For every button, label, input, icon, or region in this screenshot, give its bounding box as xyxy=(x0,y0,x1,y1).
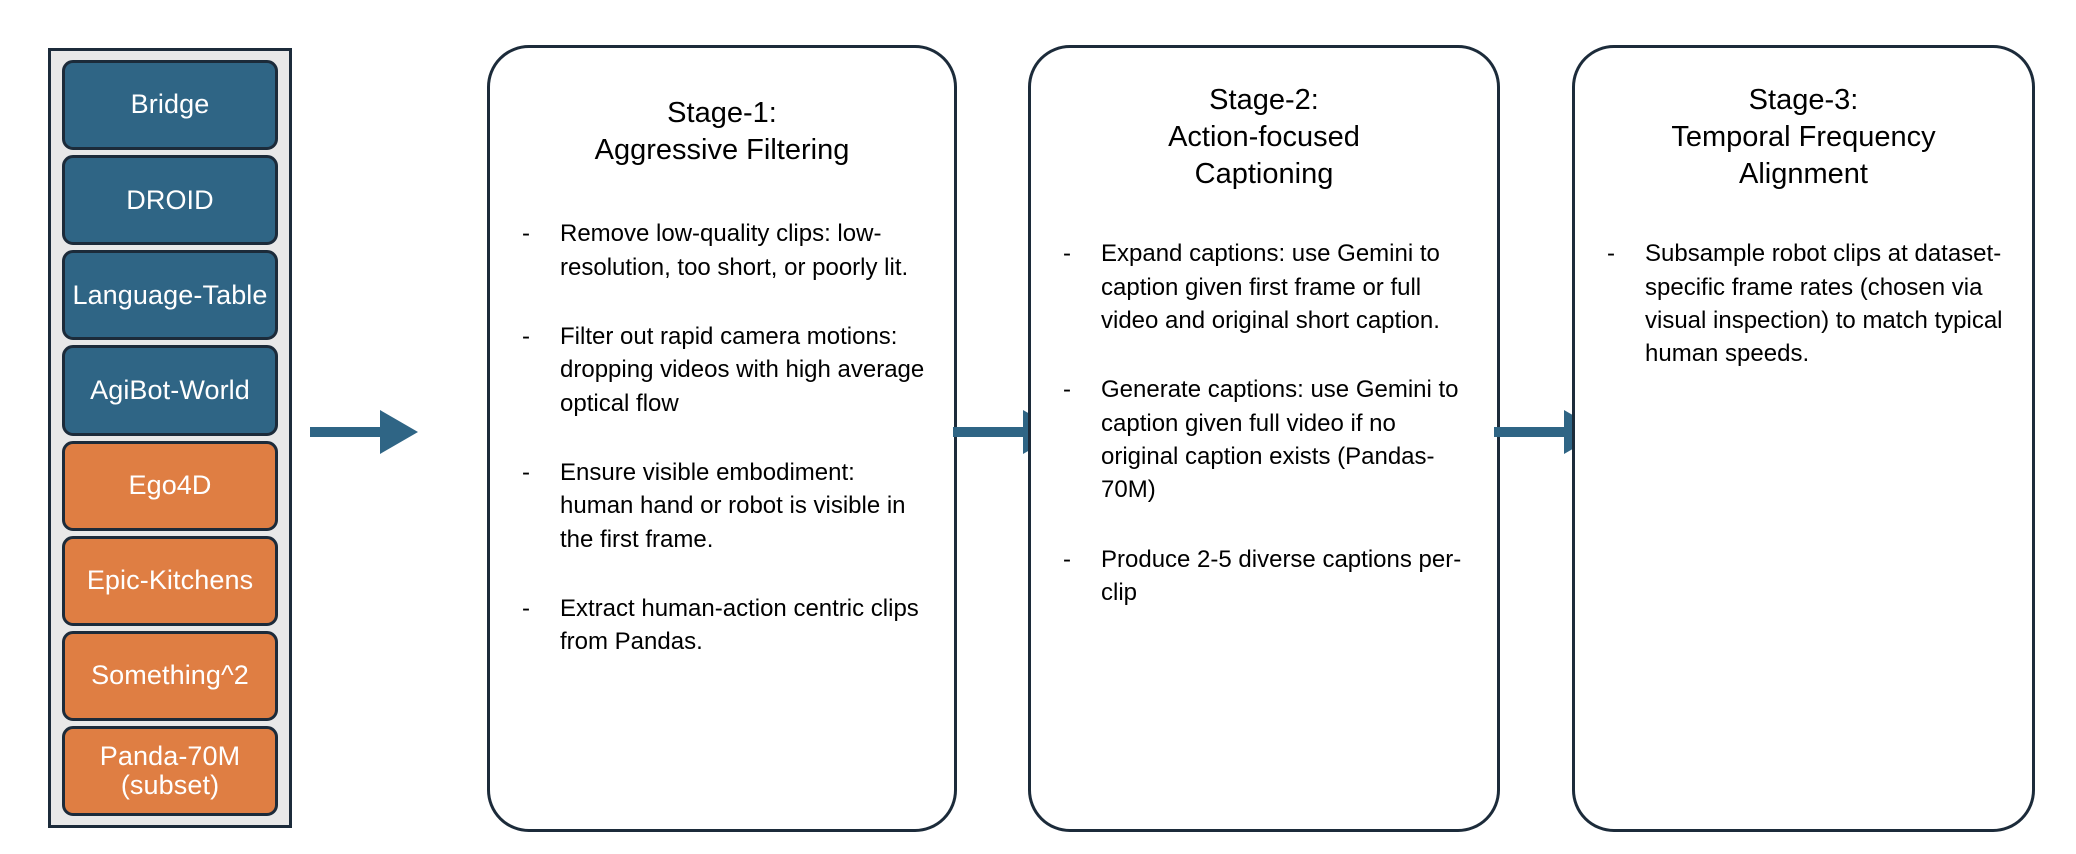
bullet-dash-marker: - xyxy=(1063,240,1071,268)
stage-2-bullet-2: - Generate captions: use Gemini to capti… xyxy=(1063,373,1471,506)
dataset-chip-something-v2[interactable]: Something^2 xyxy=(62,630,278,721)
stage-1-bullet-2: - Filter out rapid camera motions: dropp… xyxy=(522,320,928,420)
bullet-dash-marker: - xyxy=(1063,376,1071,404)
bullet-dash-marker: - xyxy=(1063,545,1071,573)
stage-2-bullet-list: - Expand captions: use Gemini to caption… xyxy=(1057,237,1471,609)
stage-3-bullet-list: - Subsample robot clips at dataset-speci… xyxy=(1601,237,2006,370)
stage-1-title: Stage-1: Aggressive Filtering xyxy=(594,97,850,167)
stage-3-bullet-1: - Subsample robot clips at dataset-speci… xyxy=(1607,237,2006,370)
stage-2-bullet-1: - Expand captions: use Gemini to caption… xyxy=(1063,237,1471,337)
bullet-dash-marker: - xyxy=(1607,240,1615,268)
bullet-dash-marker: - xyxy=(522,220,530,248)
stage-3-bullet-1-text: Subsample robot clips at dataset-specifi… xyxy=(1645,240,2003,368)
stage-1-bullet-3-text: Ensure visible embodiment: human hand or… xyxy=(560,459,906,553)
bullet-dash-marker: - xyxy=(522,459,530,487)
stage-1-bullet-1-text: Remove low-quality clips: low-resolution… xyxy=(560,220,909,281)
stage-2-bullet-3: - Produce 2-5 diverse captions per-clip xyxy=(1063,543,1471,610)
stage-2-bullet-3-text: Produce 2-5 diverse captions per-clip xyxy=(1101,545,1462,607)
stage-1-bullet-1: - Remove low-quality clips: low-resoluti… xyxy=(522,217,928,284)
dataset-chip-panda-70m[interactable]: Panda-70M (subset) xyxy=(62,725,278,816)
dataset-chip-agibot-world[interactable]: AgiBot-World xyxy=(62,345,278,436)
stage-card-1: Stage-1: Aggressive Filtering - Remove l… xyxy=(487,45,957,832)
dataset-chip-epic-kitchens[interactable]: Epic-Kitchens xyxy=(62,535,278,626)
stage-3-title: Stage-3: Temporal Frequency Alignment xyxy=(1671,84,1936,191)
stage-2-bullet-1-text: Expand captions: use Gemini to caption g… xyxy=(1101,240,1440,335)
stage-card-2: Stage-2: Action-focused Captioning - Exp… xyxy=(1028,45,1500,832)
stage-1-bullet-3: - Ensure visible embodiment: human hand … xyxy=(522,456,928,556)
stage-1-bullet-4-text: Extract human-action centric clips from … xyxy=(560,595,919,656)
dataset-chip-droid[interactable]: DROID xyxy=(62,155,278,246)
dataset-chip-bridge[interactable]: Bridge xyxy=(62,60,278,151)
bullet-dash-marker: - xyxy=(522,322,530,350)
stage-1-bullet-list: - Remove low-quality clips: low-resoluti… xyxy=(516,217,928,659)
dataset-source-panel: Bridge DROID Language-Table AgiBot-World… xyxy=(48,48,292,828)
dataset-chip-language-table[interactable]: Language-Table xyxy=(62,250,278,341)
stage-1-bullet-4: - Extract human-action centric clips fro… xyxy=(522,592,928,659)
stage-1-bullet-2-text: Filter out rapid camera motions: droppin… xyxy=(560,322,925,417)
arrow-datasets-to-stage-1-icon xyxy=(310,410,418,454)
stage-card-3: Stage-3: Temporal Frequency Alignment - … xyxy=(1572,45,2035,832)
stage-2-title: Stage-2: Action-focused Captioning xyxy=(1168,84,1360,191)
dataset-chip-ego4d[interactable]: Ego4D xyxy=(62,440,278,531)
stage-2-bullet-2-text: Generate captions: use Gemini to caption… xyxy=(1101,376,1459,504)
bullet-dash-marker: - xyxy=(522,595,530,623)
